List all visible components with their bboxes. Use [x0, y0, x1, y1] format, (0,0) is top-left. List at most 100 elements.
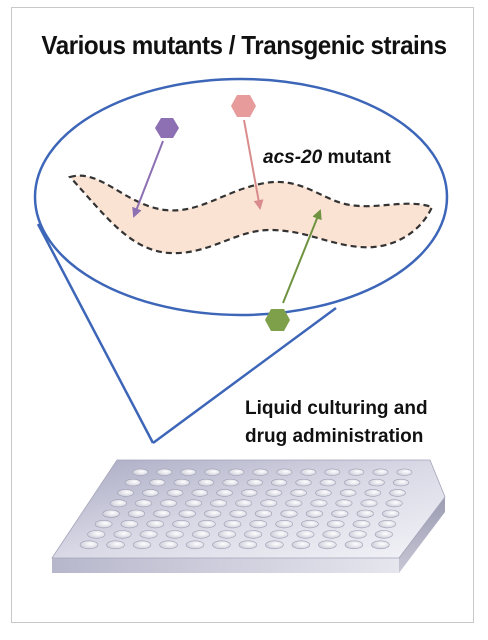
plate-well — [132, 468, 149, 476]
plate-well — [94, 519, 113, 529]
purple-hexagon-icon — [155, 118, 179, 138]
plate-well — [368, 478, 385, 487]
figure-title: Various mutants / Transgenic strains — [41, 30, 447, 60]
plate-well — [229, 509, 247, 518]
plate-well — [142, 489, 159, 497]
plate-well — [265, 489, 283, 497]
plate-well — [120, 519, 139, 529]
plate-well — [305, 509, 324, 518]
plate-well — [296, 530, 315, 539]
plate-well — [260, 499, 278, 508]
plate-well — [270, 530, 289, 539]
plate-well — [185, 499, 203, 508]
plate-well — [210, 499, 228, 508]
plate-well — [392, 478, 410, 487]
plate-well — [300, 468, 317, 476]
plate-well — [295, 478, 312, 487]
well-plate — [51, 459, 446, 573]
plate-well — [276, 468, 293, 476]
plate-well — [159, 540, 178, 550]
plate-well — [204, 468, 221, 476]
plate-well — [153, 509, 171, 518]
plate-well — [331, 509, 349, 518]
plate-well — [324, 468, 341, 476]
plate-well — [246, 478, 263, 487]
plate-well — [127, 509, 145, 518]
plate-well — [139, 530, 158, 539]
plate-well — [356, 509, 374, 518]
mutant-gene-name: acs-20 — [263, 147, 323, 168]
plate-well — [374, 530, 393, 539]
plate-well — [396, 468, 413, 476]
plate-well — [335, 499, 353, 508]
plate-well — [132, 540, 152, 550]
plate-well — [301, 519, 319, 529]
plate-well — [212, 540, 231, 550]
plate-well — [149, 478, 166, 487]
plate-well — [113, 530, 132, 539]
plate-well — [344, 478, 361, 487]
plate-well — [228, 468, 245, 476]
plate-well — [197, 478, 215, 487]
plate-well — [360, 499, 378, 508]
plate-well — [385, 499, 403, 508]
mutant-label: acs-20 mutant — [263, 147, 391, 168]
plate-well — [378, 519, 397, 529]
plate-well — [252, 468, 269, 476]
plate-well — [240, 489, 258, 497]
plate-well — [223, 519, 242, 529]
worm-body — [67, 174, 434, 255]
plate-well — [322, 530, 341, 539]
mutant-suffix: mutant — [322, 147, 391, 168]
plate-well — [344, 540, 364, 550]
plate-well — [389, 489, 406, 497]
plate-well — [275, 519, 293, 529]
pink-hexagon-icon — [231, 95, 256, 117]
plate-well — [254, 509, 273, 518]
green-hexagon-icon — [265, 309, 290, 331]
plate-well — [265, 540, 284, 550]
plate-well — [371, 540, 390, 550]
plate-well — [235, 499, 253, 508]
plate-well — [238, 540, 258, 550]
plate-well — [87, 530, 106, 539]
plate-well — [191, 489, 209, 497]
plate-well — [146, 519, 164, 529]
plate-well — [249, 519, 268, 529]
plate-well — [216, 489, 233, 497]
plate-well — [165, 530, 184, 539]
plate-front-face — [52, 558, 399, 573]
plate-well — [291, 540, 311, 550]
pink-arrow — [243, 119, 264, 210]
plate-well — [102, 509, 120, 518]
plate-well — [364, 489, 382, 497]
plate-well — [156, 468, 173, 476]
plate-side-face — [399, 497, 445, 573]
plate-well — [372, 468, 389, 476]
plate-well — [172, 519, 190, 529]
plate-label-line-2: drug administration — [245, 426, 423, 447]
plate-well — [185, 540, 205, 550]
plate-well — [348, 530, 367, 539]
plate-well — [124, 478, 141, 487]
purple-arrow — [132, 140, 164, 218]
plate-well — [134, 499, 152, 508]
plate-well — [222, 478, 239, 487]
plate-well — [339, 489, 357, 497]
plate-well — [191, 530, 210, 539]
zoom-line-left — [36, 223, 155, 444]
plate-well — [319, 478, 336, 487]
plate-well — [348, 468, 365, 476]
plate-well — [166, 489, 184, 497]
plate-well — [106, 540, 125, 550]
plate-well — [173, 478, 190, 487]
green-arrow — [282, 209, 322, 304]
plate-well — [180, 468, 197, 476]
plate-well — [310, 499, 328, 508]
plate-well — [382, 509, 400, 518]
plate-well — [326, 519, 345, 529]
plate-well — [285, 499, 303, 508]
plate-well — [159, 499, 177, 508]
